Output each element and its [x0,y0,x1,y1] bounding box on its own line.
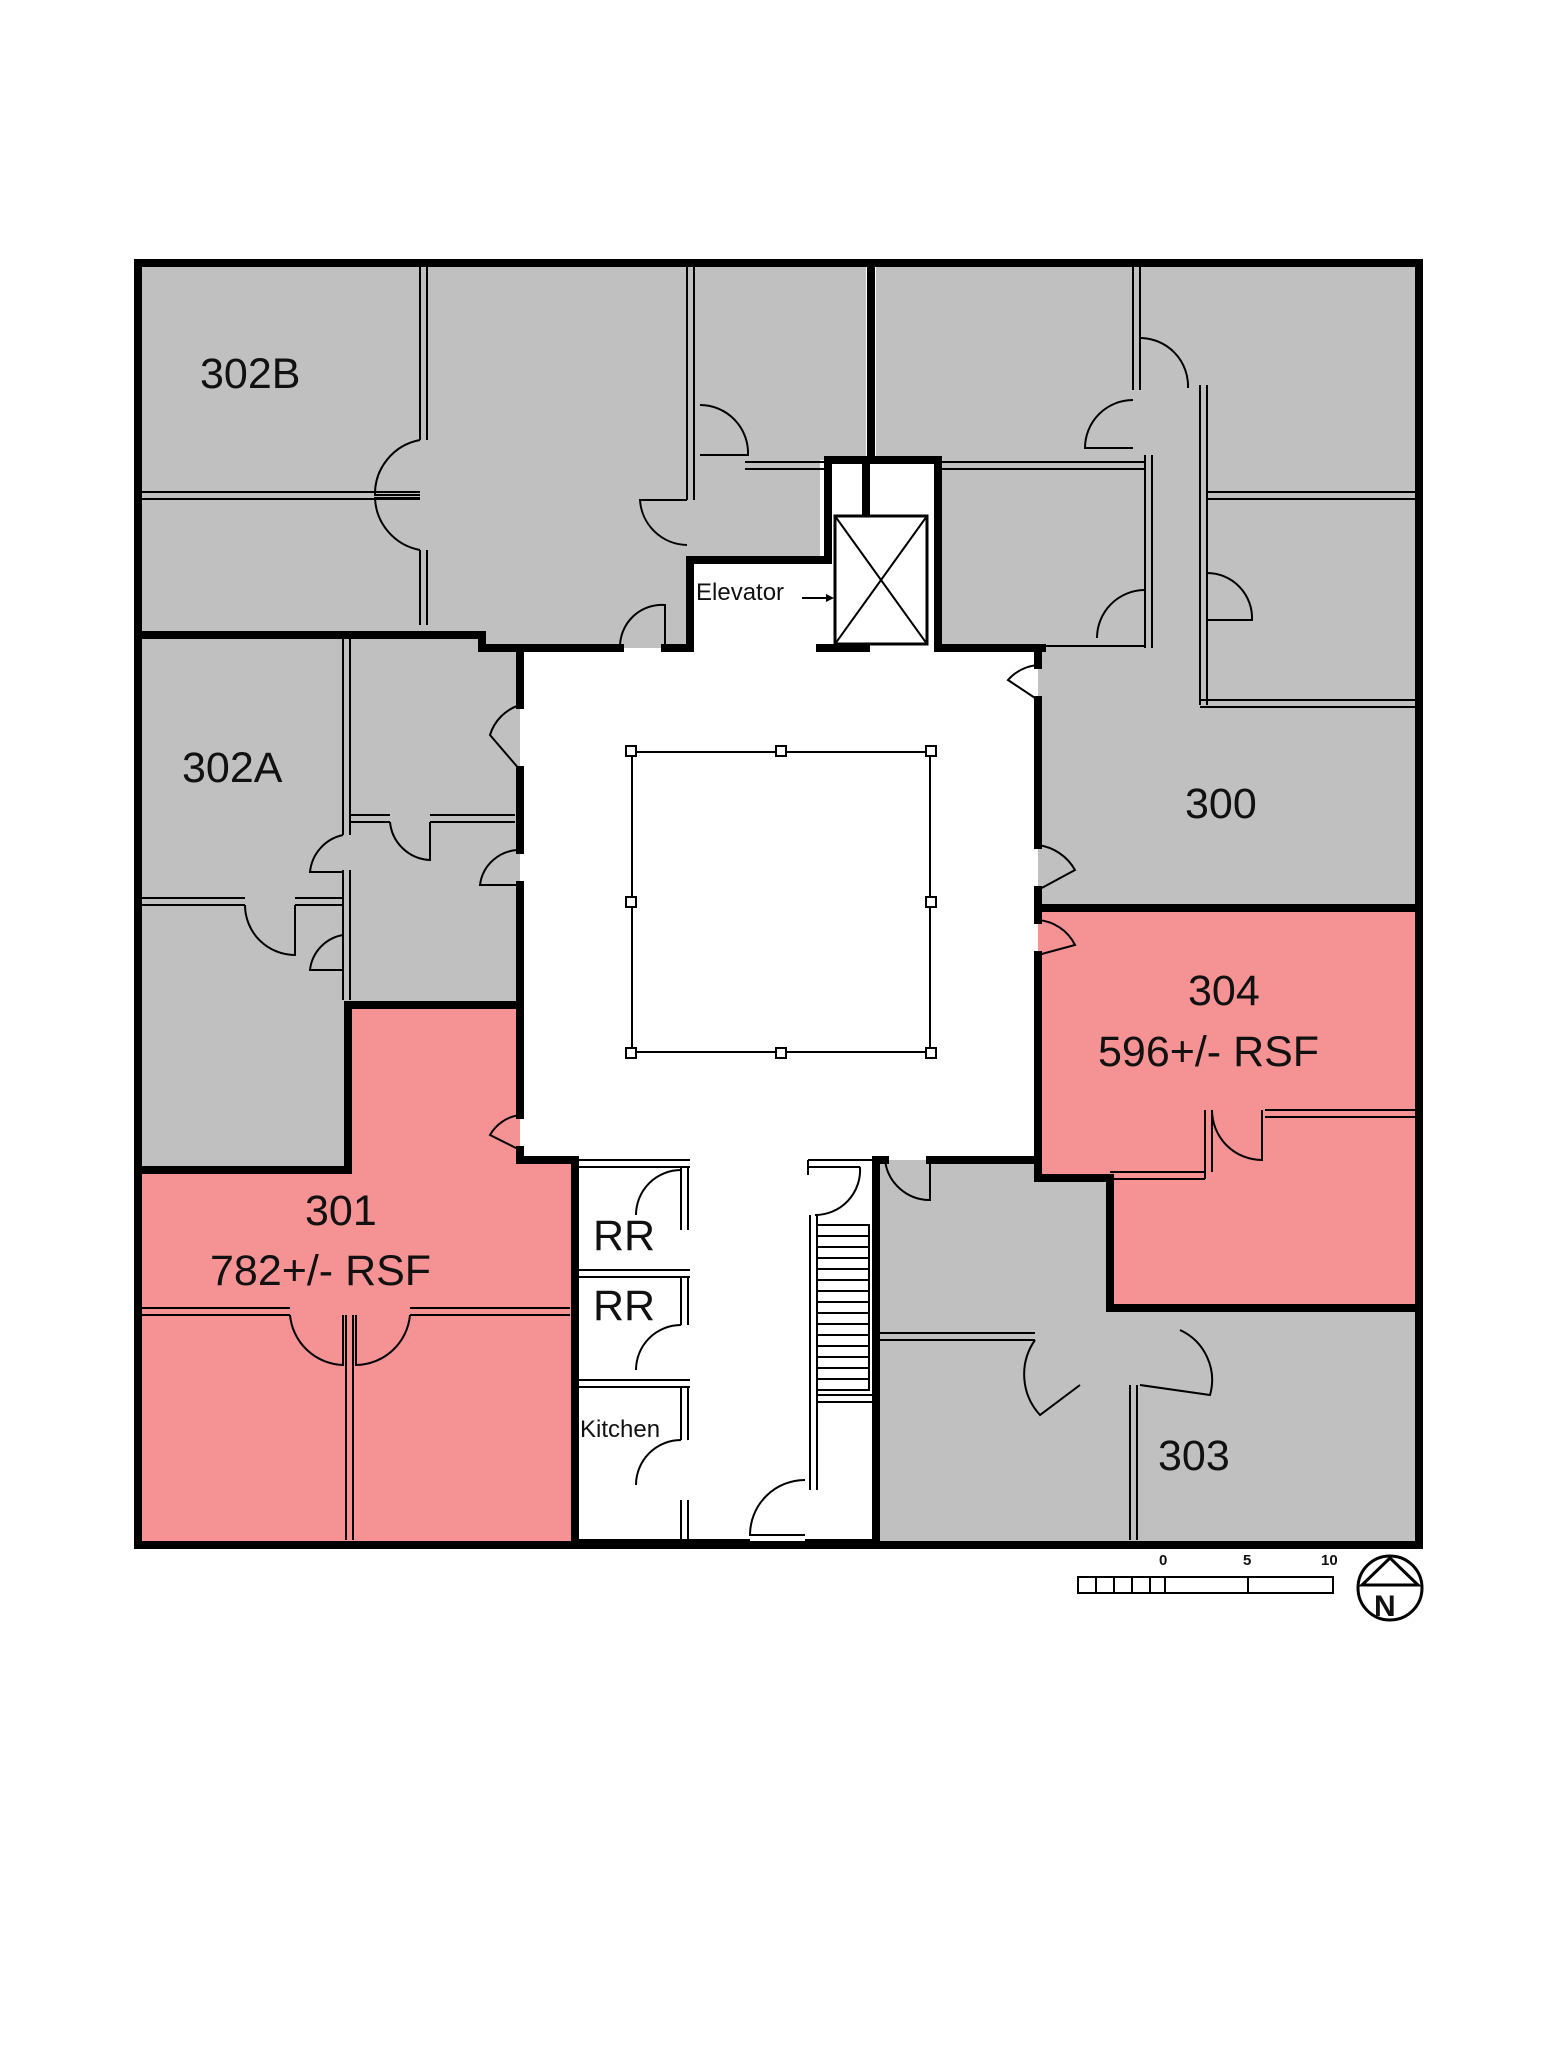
unit-302a-name: 302A [182,744,283,792]
scale-tick-5: 5 [1243,1552,1251,1569]
unit-302b-name: 302B [200,350,300,398]
unit-303-area[interactable] [876,1160,1417,1543]
restroom-1-label: RR [593,1212,655,1260]
north-arrow-icon: N [1356,1554,1424,1623]
scale-bar: 0 5 10 [1077,1552,1338,1594]
unit-301-area[interactable] [140,1005,575,1543]
unit-302b-area[interactable] [140,265,866,648]
doors [244,336,1263,1536]
scale-tick-0: 0 [1159,1552,1167,1569]
unit-302a-area[interactable] [140,635,520,1170]
unit-304-area[interactable] [1038,908,1417,1308]
north-label: N [1374,1590,1396,1623]
staircase [816,1224,870,1391]
restroom-2-label: RR [593,1282,655,1330]
atrium-opening [625,745,937,1059]
elevator-label: Elevator [696,579,784,606]
unit-300-name: 300 [1185,780,1257,828]
elevator-car [802,514,929,646]
unit-301-name: 301 [305,1187,377,1235]
scale-tick-10: 10 [1321,1552,1338,1569]
unit-300-area[interactable] [876,265,1417,908]
unit-labels: 302B 302A 300 304 596+/- RSF 301 782+/- … [182,350,1319,1480]
kitchen-label: Kitchen [580,1416,660,1443]
unit-fills [140,265,1417,1543]
unit-304-area: 596+/- RSF [1098,1028,1319,1076]
walls [134,259,1423,1549]
unit-304-name: 304 [1188,967,1260,1015]
unit-301-area: 782+/- RSF [210,1247,431,1295]
unit-303-name: 303 [1158,1432,1230,1480]
